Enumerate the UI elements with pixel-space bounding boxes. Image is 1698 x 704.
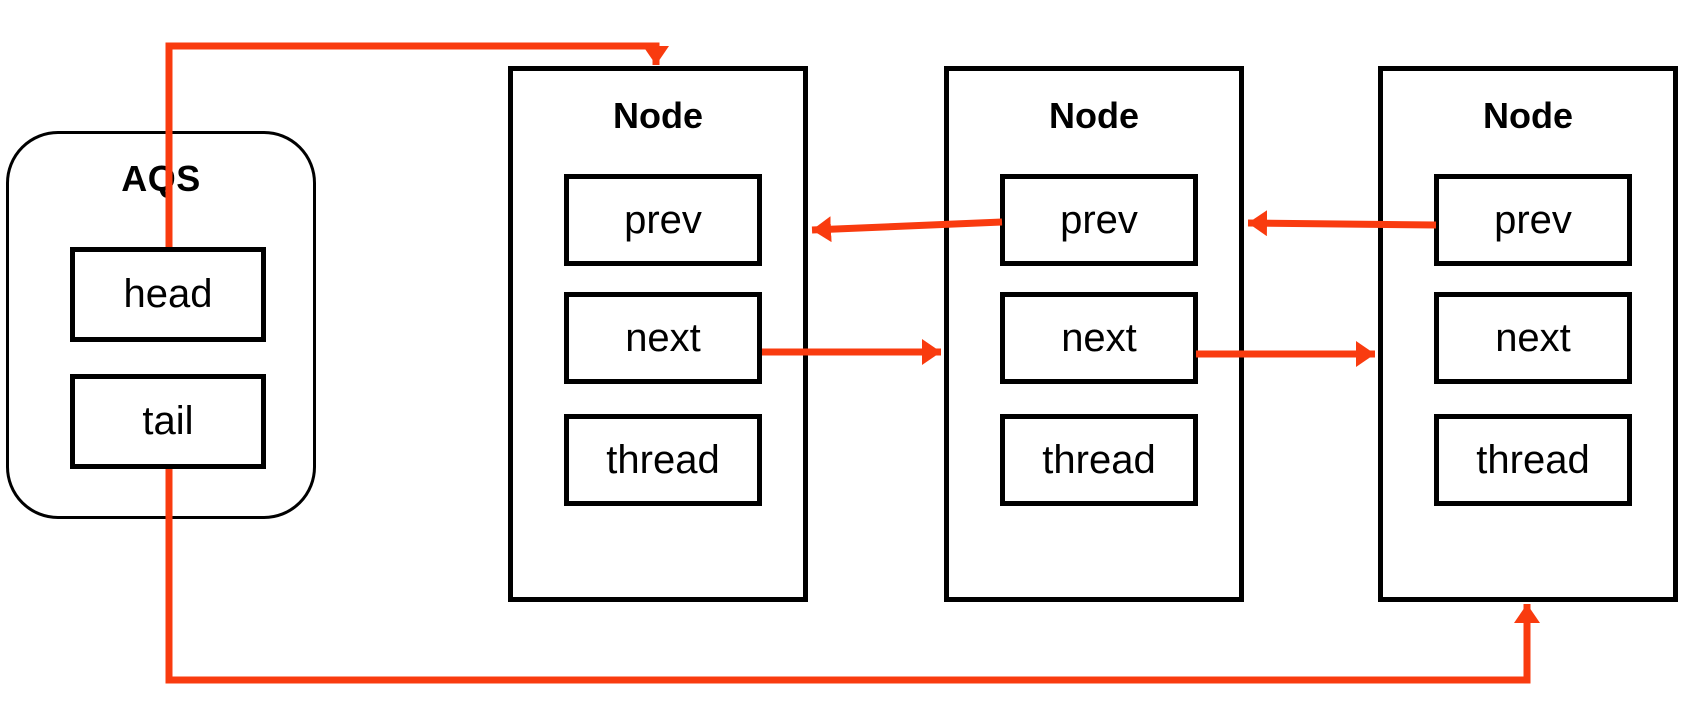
node-2-next-label: next: [1061, 315, 1137, 360]
node-3-box: Node prev next thread: [1378, 66, 1678, 602]
aqs-tail-field-box: tail: [70, 374, 266, 469]
node-1-next-field-box: next: [564, 292, 762, 384]
node-1-next-label: next: [625, 315, 701, 360]
node-2-next-field-box: next: [1000, 292, 1198, 384]
node-1-prev-field-box: prev: [564, 174, 762, 266]
node-3-next-label: next: [1495, 315, 1571, 360]
aqs-tail-label: tail: [142, 399, 194, 443]
node-1-box: Node prev next thread: [508, 66, 808, 602]
node-1-thread-label: thread: [606, 437, 720, 482]
node-2-thread-field-box: thread: [1000, 414, 1198, 506]
node-2-title: Node: [1049, 95, 1139, 136]
node-3-next-field-box: next: [1434, 292, 1632, 384]
node-3-prev-label: prev: [1494, 197, 1572, 242]
node-3-thread-label: thread: [1476, 437, 1590, 482]
node-1-prev-label: prev: [624, 197, 702, 242]
aqs-head-label: head: [123, 272, 213, 316]
node-1-title: Node: [613, 95, 703, 136]
tail-arrow: [165, 469, 1540, 684]
node-2-thread-label: thread: [1042, 437, 1156, 482]
node-2-prev-field-box: prev: [1000, 174, 1198, 266]
node-1-thread-field-box: thread: [564, 414, 762, 506]
aqs-title: AQS: [121, 158, 201, 199]
node-2-prev-label: prev: [1060, 197, 1138, 242]
node-3-title: Node: [1483, 95, 1573, 136]
node-3-thread-field-box: thread: [1434, 414, 1632, 506]
node-3-prev-field-box: prev: [1434, 174, 1632, 266]
aqs-head-field-box: head: [70, 247, 266, 342]
node-2-box: Node prev next thread: [944, 66, 1244, 602]
